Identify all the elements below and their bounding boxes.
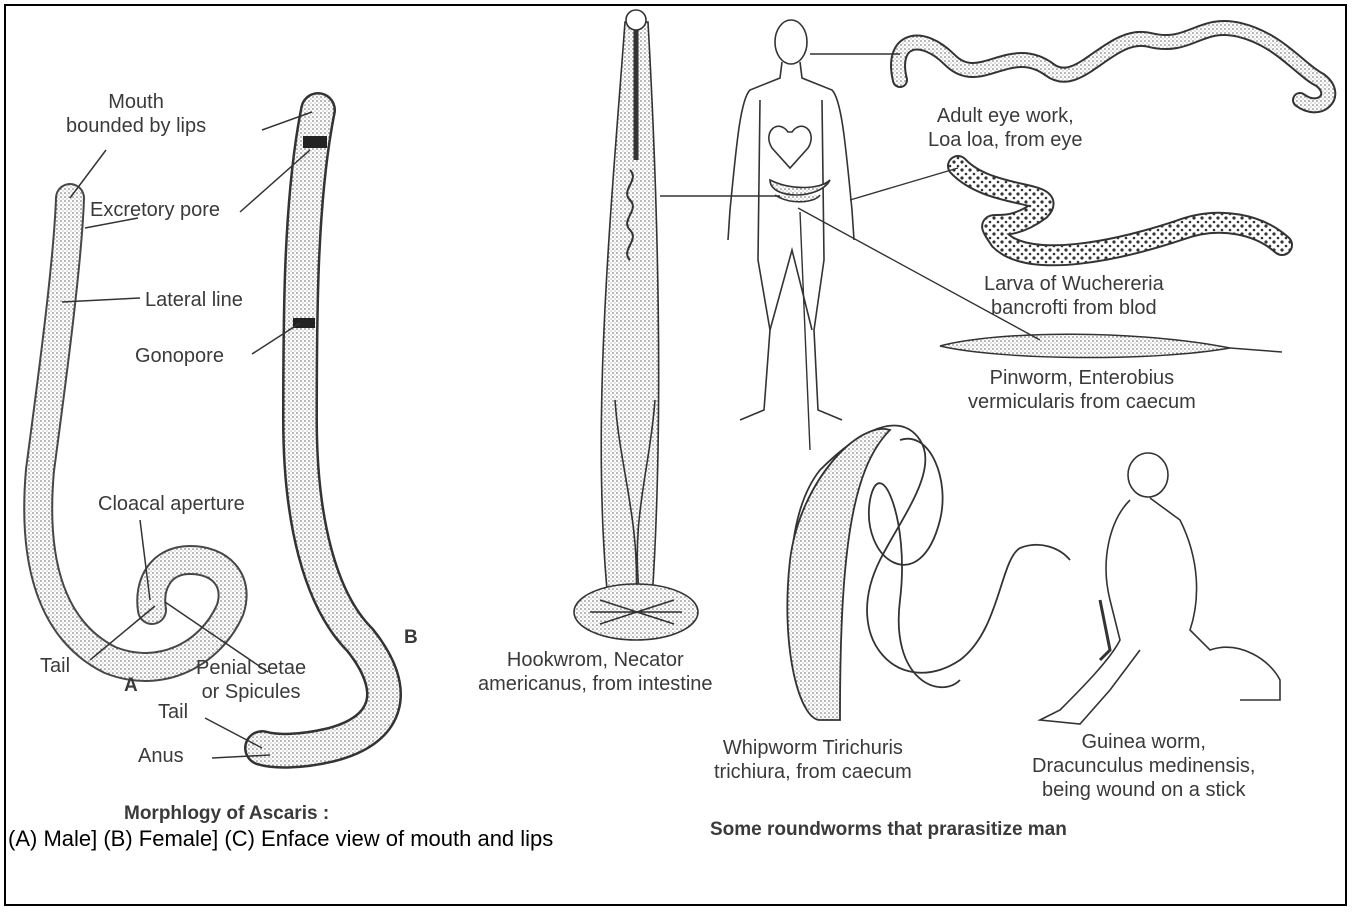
label-wuchereria: Larva of Wuchereria bancrofti from blod <box>984 272 1164 320</box>
whipworm <box>787 426 1070 720</box>
label-letter-a: A <box>124 674 138 698</box>
label-penial-setae: Penial setae or Spicules <box>196 656 306 704</box>
wuchereria-larva <box>958 166 1282 255</box>
label-letter-b: B <box>404 626 418 650</box>
loa-loa-worm <box>898 28 1328 105</box>
label-cloacal-aperture: Cloacal aperture <box>98 492 245 516</box>
label-anus: Anus <box>138 744 184 768</box>
label-gonopore: Gonopore <box>135 344 224 368</box>
hookworm <box>574 10 698 640</box>
label-loa-loa: Adult eye work, Loa loa, from eye <box>928 104 1083 152</box>
label-mouth: Mouth bounded by lips <box>66 90 206 138</box>
ascaris-title: Morphlogy of Ascaris : <box>124 802 329 826</box>
pinworm <box>940 334 1282 357</box>
human-figure <box>728 20 854 420</box>
label-hookworm: Hookwrom, Necator americanus, from intes… <box>478 648 713 696</box>
roundworms-title: Some roundworms that prarasitize man <box>710 818 1067 842</box>
label-lateral-line: Lateral line <box>145 288 243 312</box>
ascaris-female <box>262 110 384 751</box>
ascaris-male <box>38 198 232 667</box>
label-tail-b: Tail <box>158 700 188 724</box>
label-tail-a: Tail <box>40 654 70 678</box>
label-pinworm: Pinworm, Enterobius vermicularis from ca… <box>968 366 1196 414</box>
label-whipworm: Whipworm Tirichuris trichiura, from caec… <box>714 736 912 784</box>
figure-caption: (A) Male] (B) Female] (C) Enface view of… <box>8 826 553 852</box>
label-excretory-pore: Excretory pore <box>90 198 220 222</box>
label-guinea-worm: Guinea worm, Dracunculus medinensis, bei… <box>1032 730 1255 802</box>
guinea-worm-figure <box>1040 453 1280 724</box>
